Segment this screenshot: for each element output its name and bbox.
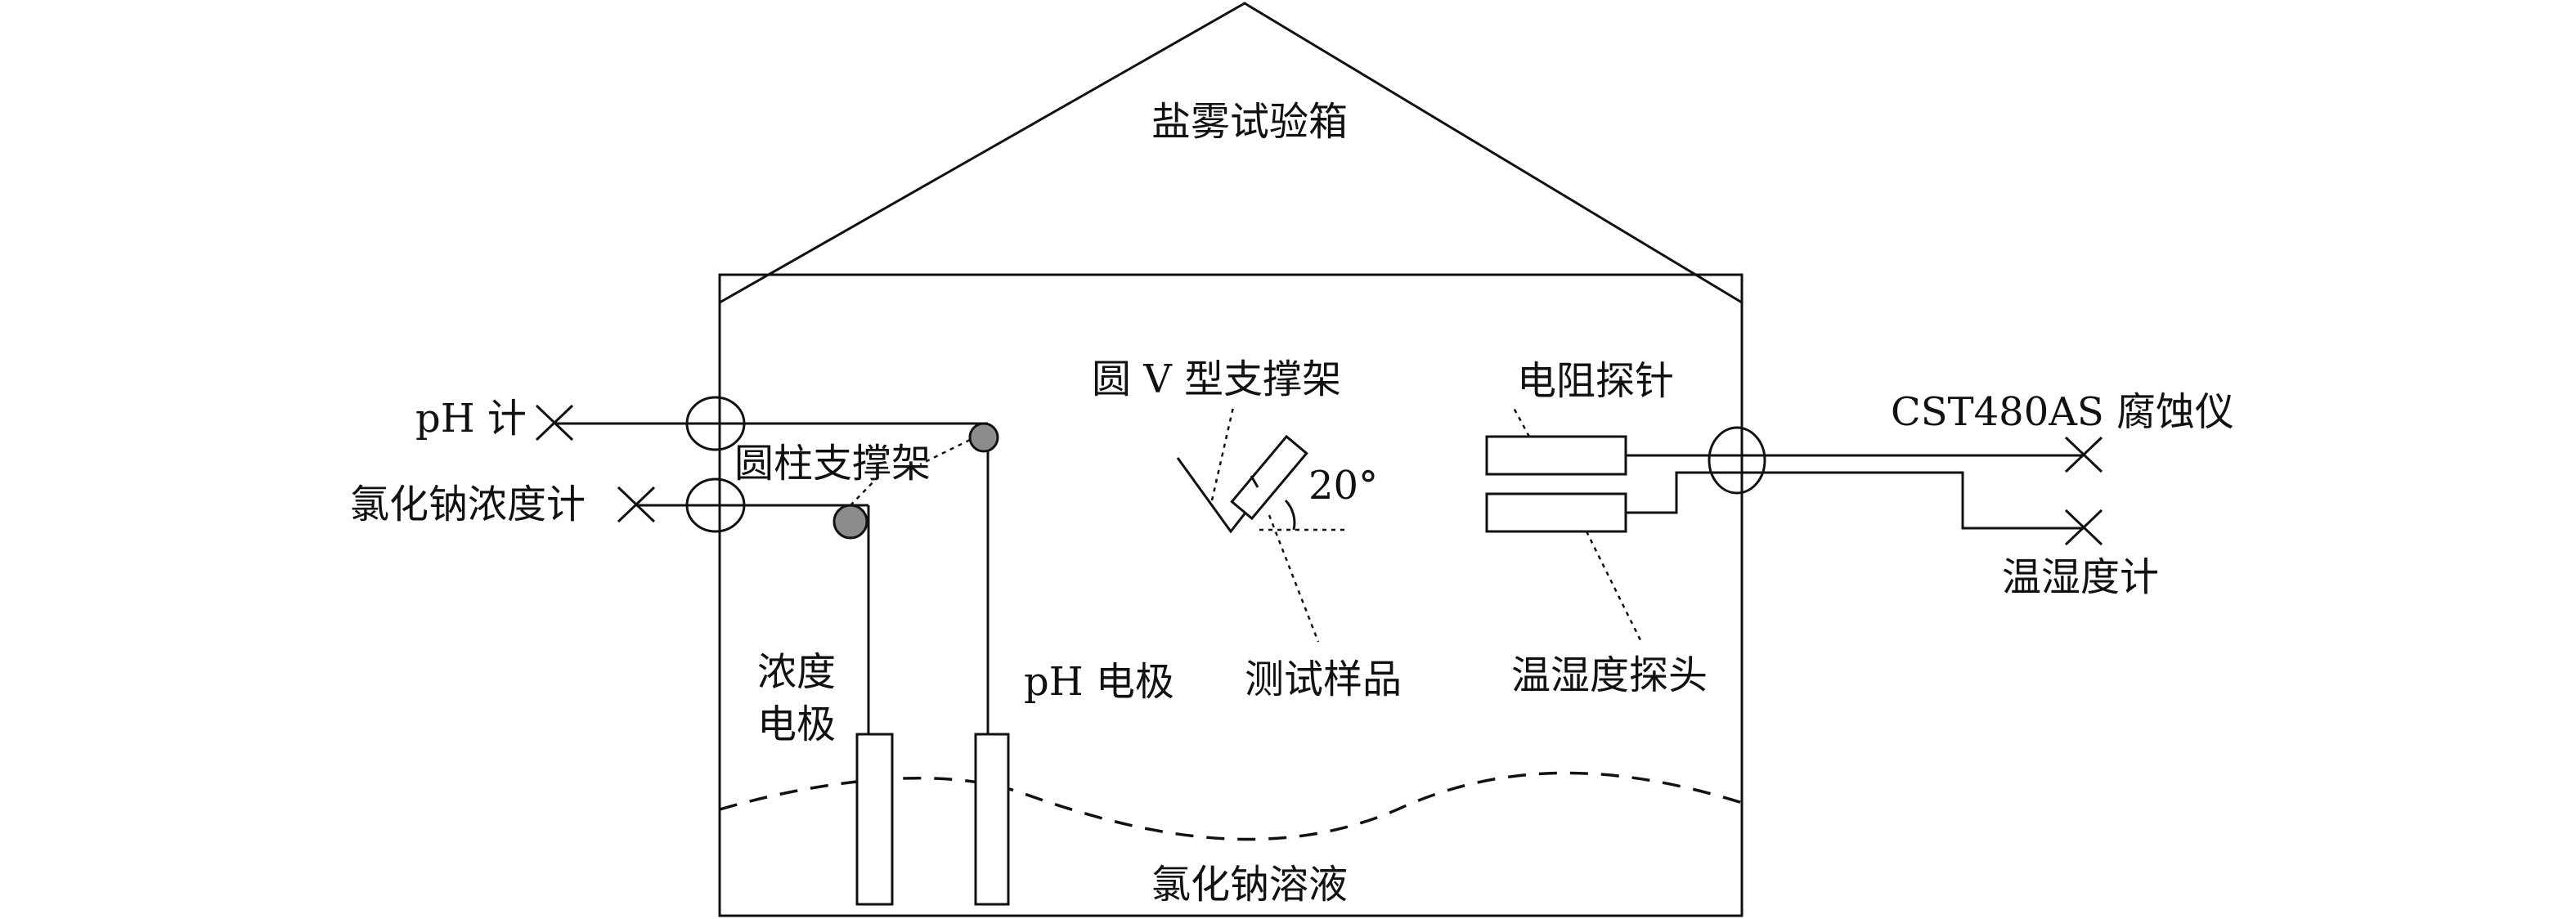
hygrometer-label: 温湿度计 xyxy=(2002,554,2159,600)
v-support-leader xyxy=(1210,406,1235,501)
cylinder-support-roller-upper xyxy=(968,422,999,453)
sample-marker xyxy=(1250,475,1259,488)
ph-electrode xyxy=(974,733,1010,906)
corrosion-meter-label: CST480AS 腐蚀仪 xyxy=(1891,389,2234,435)
chamber xyxy=(718,2,1744,917)
ph-port xyxy=(685,396,746,451)
test-sample xyxy=(1230,434,1308,521)
corrosion-meter-cross-icon xyxy=(2064,436,2103,473)
concentration-port xyxy=(685,477,746,533)
ph-electrode-label: pH 电极 xyxy=(1024,659,1174,705)
chamber-body xyxy=(718,273,1744,917)
cylinder-support-leader-lower xyxy=(850,475,880,506)
chamber-label: 盐雾试验箱 xyxy=(1151,99,1348,145)
humidity-probe xyxy=(1485,492,1627,533)
cylinder-support-label: 圆柱支撑架 xyxy=(734,441,931,486)
resistance-probe xyxy=(1485,435,1627,476)
concentration-electrode-label-line2: 电极 xyxy=(757,702,836,747)
ph-meter-cross-icon xyxy=(535,404,574,442)
test-sample-leader xyxy=(1268,514,1320,643)
concentration-meter-connection xyxy=(617,477,870,903)
cylinder-support-leader-upper xyxy=(919,438,971,466)
angle-label: 20° xyxy=(1308,463,1378,509)
humidity-probe-label: 温湿度探头 xyxy=(1511,652,1708,698)
cylinder-support-roller-lower xyxy=(832,504,868,540)
ph-meter-label: pH 计 xyxy=(415,396,527,442)
solution-label: 氯化钠溶液 xyxy=(1151,862,1348,908)
chamber-roof xyxy=(719,2,1743,304)
concentration-meter-cross-icon xyxy=(617,486,656,523)
hygrometer-cross-icon xyxy=(2064,509,2103,546)
wall-port-right xyxy=(1708,426,1766,495)
humidity-probe-leader xyxy=(1585,531,1642,641)
hygrometer-connection xyxy=(1626,471,2103,546)
angle-arc xyxy=(1284,499,1296,531)
v-support xyxy=(1176,406,1345,643)
resistance-probe-label: 电阻探针 xyxy=(1517,358,1674,404)
corrosion-meter-connection xyxy=(1626,426,2103,495)
concentration-meter-label: 氯化钠浓度计 xyxy=(350,482,586,527)
concentration-electrode-label-line1: 浓度 xyxy=(757,649,836,695)
test-sample-label: 测试样品 xyxy=(1245,657,1402,702)
v-support-label: 圆 V 型支撑架 xyxy=(1092,356,1341,402)
concentration-electrode xyxy=(855,733,894,906)
resistance-probe-leader xyxy=(1511,406,1531,437)
